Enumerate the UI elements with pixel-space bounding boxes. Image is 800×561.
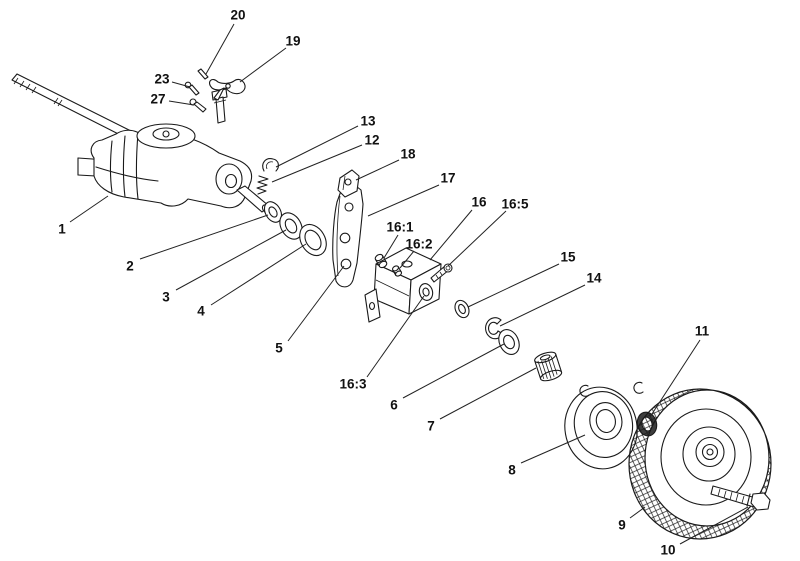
callout-label-20: 20 bbox=[230, 8, 245, 23]
gearbox-housing bbox=[90, 127, 253, 209]
bracket-18 bbox=[337, 169, 360, 198]
spring-12 bbox=[256, 175, 269, 195]
housing-flange bbox=[364, 288, 381, 323]
leader-line-12 bbox=[271, 144, 363, 183]
cover-plate bbox=[332, 182, 364, 288]
leader-line-16:5 bbox=[447, 210, 507, 267]
callout-label-17: 17 bbox=[440, 171, 455, 186]
callout-label-1: 1 bbox=[58, 222, 66, 237]
screw-27 bbox=[189, 98, 207, 113]
callout-label-8: 8 bbox=[508, 463, 516, 478]
callout-label-18: 18 bbox=[400, 147, 416, 162]
leader-line-19 bbox=[239, 47, 287, 83]
wheel-hub-8 bbox=[564, 386, 638, 470]
callout-layer: 1234567891011121314151616:116:216:316:51… bbox=[58, 8, 749, 558]
bolt-thread-marks bbox=[717, 488, 745, 504]
leader-line-18 bbox=[355, 159, 400, 181]
spring-clip-right bbox=[633, 381, 644, 394]
leader-line-7 bbox=[439, 367, 537, 420]
tire-tread-band bbox=[628, 388, 772, 540]
bushing-16-2 bbox=[391, 265, 403, 277]
gear-teeth-lines bbox=[537, 356, 558, 380]
gearbox-ribs bbox=[95, 132, 159, 200]
callout-label-16:3: 16:3 bbox=[339, 377, 367, 392]
wheel-9 bbox=[628, 388, 772, 540]
callout-label-16:1: 16:1 bbox=[386, 220, 414, 235]
pulley bbox=[136, 123, 196, 149]
leader-line-16:2 bbox=[399, 250, 415, 269]
leader-line-1 bbox=[69, 195, 109, 223]
ring-15 bbox=[454, 299, 470, 319]
callout-label-23: 23 bbox=[154, 72, 170, 87]
gearbox-boss bbox=[215, 163, 243, 195]
callout-label-5: 5 bbox=[275, 341, 283, 356]
callout-label-2: 2 bbox=[126, 259, 134, 274]
callout-label-11: 11 bbox=[695, 324, 710, 339]
clip-13 bbox=[262, 158, 279, 172]
callout-label-27: 27 bbox=[150, 92, 165, 107]
callout-label-13: 13 bbox=[360, 114, 376, 129]
callout-label-19: 19 bbox=[285, 34, 300, 49]
leader-line-10 bbox=[679, 506, 749, 545]
callout-label-16:2: 16:2 bbox=[405, 237, 432, 252]
leader-line-17 bbox=[367, 184, 440, 217]
callout-label-9: 9 bbox=[618, 518, 626, 533]
leader-line-5 bbox=[287, 265, 345, 342]
washer-6 bbox=[498, 329, 520, 355]
leader-line-15 bbox=[467, 263, 560, 308]
spring-clip-left bbox=[579, 384, 590, 397]
axle-bolt-10 bbox=[710, 485, 771, 511]
leader-line-8 bbox=[520, 434, 586, 464]
callout-label-3: 3 bbox=[162, 290, 170, 305]
leader-line-16 bbox=[429, 209, 473, 261]
leader-line-2 bbox=[139, 214, 269, 260]
callout-label-12: 12 bbox=[364, 133, 379, 148]
axle-knurl-marks bbox=[13, 77, 63, 107]
callout-label-16: 16 bbox=[471, 195, 487, 210]
callout-label-14: 14 bbox=[586, 271, 602, 286]
leader-line-6 bbox=[402, 343, 505, 399]
callout-label-4: 4 bbox=[197, 304, 205, 319]
screw-23 bbox=[184, 81, 200, 96]
leader-line-16:3 bbox=[366, 295, 425, 378]
leader-line-4 bbox=[210, 243, 307, 306]
leader-line-20 bbox=[205, 23, 235, 75]
leader-line-16:1 bbox=[383, 234, 399, 259]
bolt-16-5 bbox=[430, 263, 453, 283]
callout-label-7: 7 bbox=[427, 419, 435, 434]
leader-line-27 bbox=[168, 100, 195, 106]
leader-line-13 bbox=[275, 125, 359, 168]
pin-20 bbox=[197, 68, 209, 80]
callout-label-15: 15 bbox=[560, 250, 576, 265]
leader-line-9 bbox=[629, 506, 646, 519]
callout-label-16:5: 16:5 bbox=[501, 197, 529, 212]
pinion-gear-7 bbox=[534, 351, 563, 382]
leader-line-14 bbox=[499, 284, 586, 327]
washer-3 bbox=[279, 212, 303, 240]
callout-label-6: 6 bbox=[390, 398, 398, 413]
housing-boss-16-3 bbox=[418, 283, 434, 301]
leader-line-11 bbox=[649, 339, 701, 418]
leader-line-23 bbox=[171, 81, 191, 88]
key-19 bbox=[209, 78, 246, 101]
bushing-16-1 bbox=[374, 253, 388, 269]
callout-label-10: 10 bbox=[660, 543, 675, 558]
gear-case-assembly bbox=[11, 68, 271, 214]
leader-line-3 bbox=[175, 229, 287, 291]
